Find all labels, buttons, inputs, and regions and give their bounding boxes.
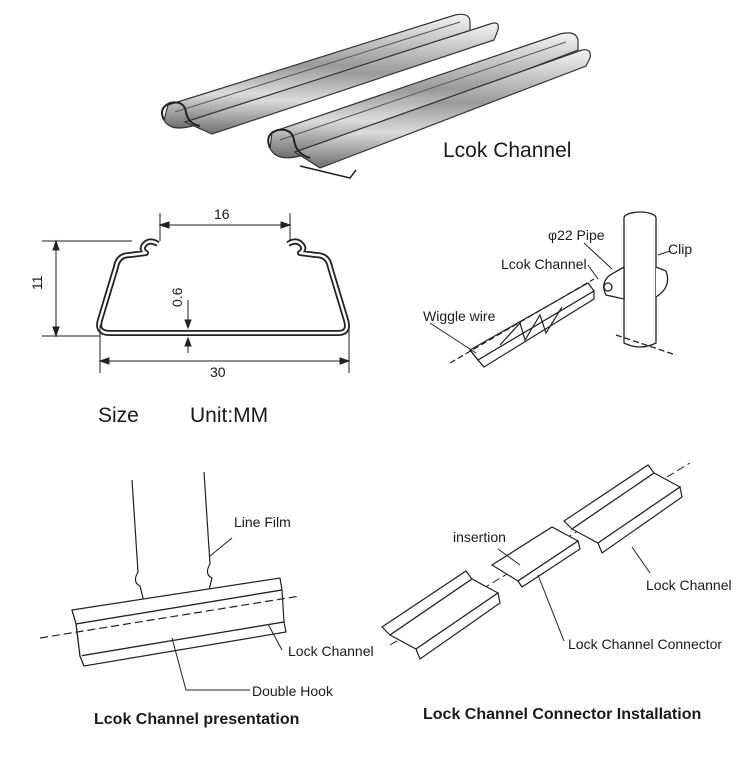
pipe-lock-channel	[449, 278, 595, 368]
connector-lower-channel	[381, 570, 501, 660]
line-film-leader	[209, 537, 233, 557]
connector-piece	[490, 526, 581, 588]
channel-profile-front	[267, 32, 591, 179]
insertion-label: insertion	[453, 529, 506, 545]
channel-profiles-illustration: Lcok Channel	[0, 0, 750, 190]
dim-line-bottom	[98, 325, 351, 373]
double-hook-label: Double Hook	[252, 683, 333, 699]
pipe-drawing	[615, 211, 677, 356]
line-film-label: Line Film	[234, 514, 291, 530]
dim-thickness-label: 0.6	[169, 287, 185, 307]
connector-channel-leader	[631, 546, 651, 574]
connector-piece-label: Lock Channel Connector	[568, 636, 723, 652]
connector-upper-channel	[563, 464, 683, 554]
presentation-caption: Lcok Channel presentation	[94, 711, 300, 728]
presentation-lock-channel	[39, 577, 301, 667]
size-label: Size	[98, 404, 139, 427]
pipe-channel-label: Lcok Channel	[501, 256, 587, 272]
presentation-drawing	[39, 471, 301, 691]
connector-caption: Lock Channel Connector Installation	[423, 706, 702, 723]
dim-line-top	[158, 213, 292, 241]
wiggle-wire-label: Wiggle wire	[423, 308, 496, 324]
double-hook-leader	[171, 637, 250, 691]
presentation-channel-label: Lock Channel	[288, 643, 374, 659]
unit-label: Unit:MM	[190, 404, 269, 427]
connector-piece-leader	[537, 574, 565, 642]
pipe-leader	[583, 242, 613, 270]
channel-profile-back	[161, 13, 499, 135]
cross-section-drawing	[42, 213, 351, 373]
dim-top-label: 16	[214, 206, 230, 222]
wiggle-leader	[429, 322, 477, 354]
channel-profiles-drawing	[161, 13, 591, 179]
dim-line-height	[42, 239, 132, 338]
presentation-panel: Line Film Lock Channel Double Hook Lcok …	[0, 460, 400, 765]
connector-channel-label: Lock Channel	[646, 577, 732, 593]
size-panel: 16 11 0.6 30 Size Unit:MM	[0, 195, 380, 445]
connector-drawing	[381, 462, 691, 660]
connector-panel: insertion Lock Channel Lock Channel Conn…	[370, 455, 750, 765]
clip-label: Clip	[668, 241, 693, 257]
pipe-label: φ22 Pipe	[548, 227, 605, 243]
hanging-wires	[131, 471, 213, 611]
dim-bottom-label: 30	[210, 364, 226, 380]
pipe-clip-panel: φ22 Pipe Clip Lcok Channel Wiggle wire	[380, 195, 750, 395]
clip-leader	[657, 250, 671, 256]
channel-photo-caption: Lcok Channel	[443, 139, 572, 162]
insertion-leader	[497, 548, 521, 566]
dim-height-label: 11	[29, 275, 45, 290]
channel-leader	[587, 264, 599, 280]
dim-line-thickness	[184, 300, 192, 353]
clip-drawing	[603, 265, 669, 300]
presentation-channel-leader	[267, 623, 283, 651]
pipe-clip-drawing	[429, 211, 677, 368]
